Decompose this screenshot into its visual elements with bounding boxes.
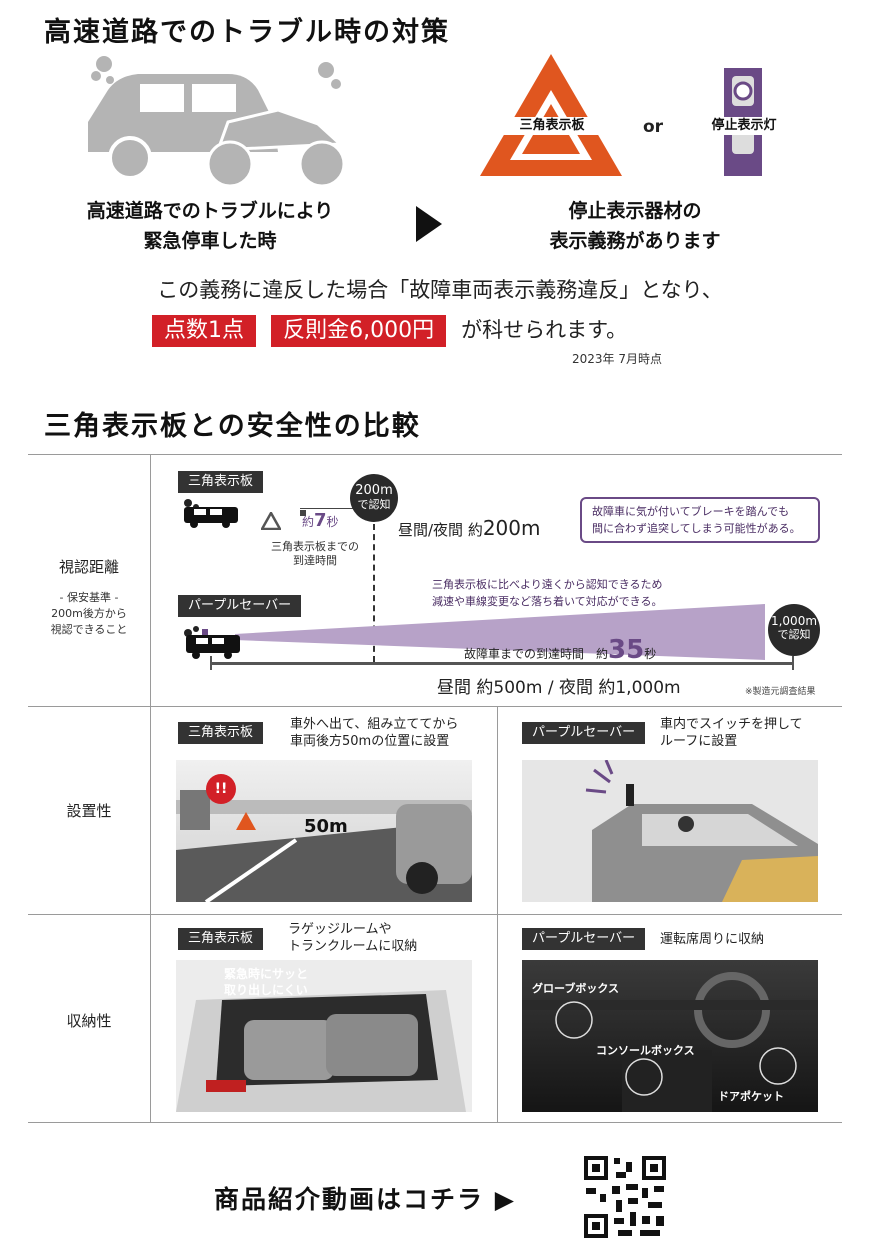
reach35: 故障車までの到達時間 約35秒 [464, 635, 657, 665]
small-triangle-icon [261, 512, 281, 530]
distance-axis [210, 662, 794, 665]
trunk-note-2: 取り出しにくい [224, 983, 308, 997]
row2-right-desc-1: 車内でスイッチを押して [660, 717, 803, 732]
table-top-line [28, 454, 842, 455]
purple-beam [235, 604, 765, 660]
table-line-3 [28, 914, 842, 915]
row1-triangle-tag: 三角表示板 [178, 471, 264, 493]
table-bottom-line [28, 1122, 842, 1123]
car-icon-2 [184, 626, 240, 659]
row2-right-tag: パープルセーバー [522, 722, 646, 744]
row2-left-desc-1: 車外へ出て、組み立ててから [290, 717, 459, 732]
penalty-suffix: が科せられます。 [461, 318, 628, 342]
roof-install-photo [522, 760, 818, 902]
tri-reach-1: 三角表示板までの [271, 540, 359, 553]
triangle-label: 三角表示板 [500, 117, 604, 135]
roadside-photo: !! 50m [176, 760, 472, 902]
row2-left-desc-2: 車両後方50mの位置に設置 [290, 734, 450, 749]
car-icon-1 [184, 499, 238, 528]
row3-left-tag: 三角表示板 [178, 928, 264, 950]
row2-label: 設置性 [66, 802, 112, 820]
row3-label: 収納性 [66, 1012, 112, 1030]
bubble-collision: 故障車に気が付いてブレーキを踏んでも 間に合わず追突してしまう可能性がある。 [580, 497, 820, 543]
console-box-label: コンソールボックス [596, 1044, 695, 1057]
penalty-line: この義務に違反した場合「故障車両表示義務違反」となり、 [157, 278, 723, 302]
section2-title: 三角表示板との安全性の比較 [44, 411, 421, 442]
alert-badge: !! [206, 774, 236, 804]
table-line-2 [28, 706, 842, 707]
glove-box-label: グローブボックス [532, 982, 620, 995]
left-text-1: 高速道路でのトラブルにより [86, 200, 334, 222]
or-label: or [643, 117, 664, 137]
row1-purple-tag: パープルセーバー [178, 595, 302, 617]
section1-title: 高速道路でのトラブル時の対策 [44, 17, 450, 48]
warning-triangle-icon [480, 54, 622, 176]
row1-label: 視認距離 [58, 558, 119, 576]
row2-right-desc-2: ルーフに設置 [660, 734, 738, 749]
circle-200m: 200m で認知 [350, 474, 398, 522]
time7-number: 7 [314, 510, 327, 531]
interior-photo: グローブボックス コンソールボックス ドアポケット [522, 960, 818, 1112]
door-pocket-label: ドアポケット [718, 1090, 784, 1103]
maker-note: ※製造元調査結果 [745, 687, 816, 697]
row1-sub1: - 保安基準 - [59, 591, 119, 604]
bubble-advantage: 三角表示板に比べより遠くから認知できるため 減速や車線変更など落ち着いて対応がで… [432, 578, 663, 608]
tri-reach-2: 到達時間 [293, 554, 337, 567]
right-text-2: 表示義務があります [549, 230, 721, 252]
row3-right-desc: 運転席周りに収納 [660, 932, 765, 947]
left-text-2: 緊急停車した時 [143, 230, 277, 252]
table-col-divider [150, 454, 151, 1122]
arrow-right-icon [416, 206, 442, 242]
row3-left-desc-1: ラゲッジルームや [288, 922, 392, 937]
date-note: 2023年 7月時点 [572, 352, 662, 366]
dashed-200m-line [373, 524, 375, 662]
time7-line [300, 508, 374, 509]
row2-left-tag: 三角表示板 [178, 722, 264, 744]
points-badge: 点数1点 [152, 315, 256, 347]
trunk-photo: 緊急時にサッと 取り出しにくい [176, 960, 472, 1112]
row1-sub3: 視認できること [50, 623, 128, 636]
fine-badge: 反則金6,000円 [271, 315, 447, 347]
dist1000: 昼間 約500m / 夜間 約1,000m [437, 678, 681, 698]
right-text-1: 停止表示器材の [568, 200, 702, 222]
trunk-note-1: 緊急時にサッと [224, 967, 309, 981]
row3-left-desc-2: トランクルームに収納 [288, 939, 418, 954]
time7-suffix: 秒 [326, 515, 339, 529]
time7-prefix: 約 [302, 515, 315, 529]
row1-sub2: 200m後方から [51, 607, 127, 620]
row3-right-tag: パープルセーバー [522, 928, 646, 950]
table-mid-divider [497, 706, 498, 1122]
video-link[interactable]: 商品紹介動画はコチラ ▶ [214, 1185, 516, 1214]
car-motorcycle-icon [88, 56, 346, 188]
qr-code-icon[interactable] [582, 1154, 668, 1240]
dist200: 昼間/夜間 約200m [398, 516, 541, 540]
lamp-label: 停止表示灯 [688, 117, 800, 135]
circle-1000m: 1,000m で認知 [768, 604, 820, 656]
distance-50m: 50m [304, 816, 348, 837]
